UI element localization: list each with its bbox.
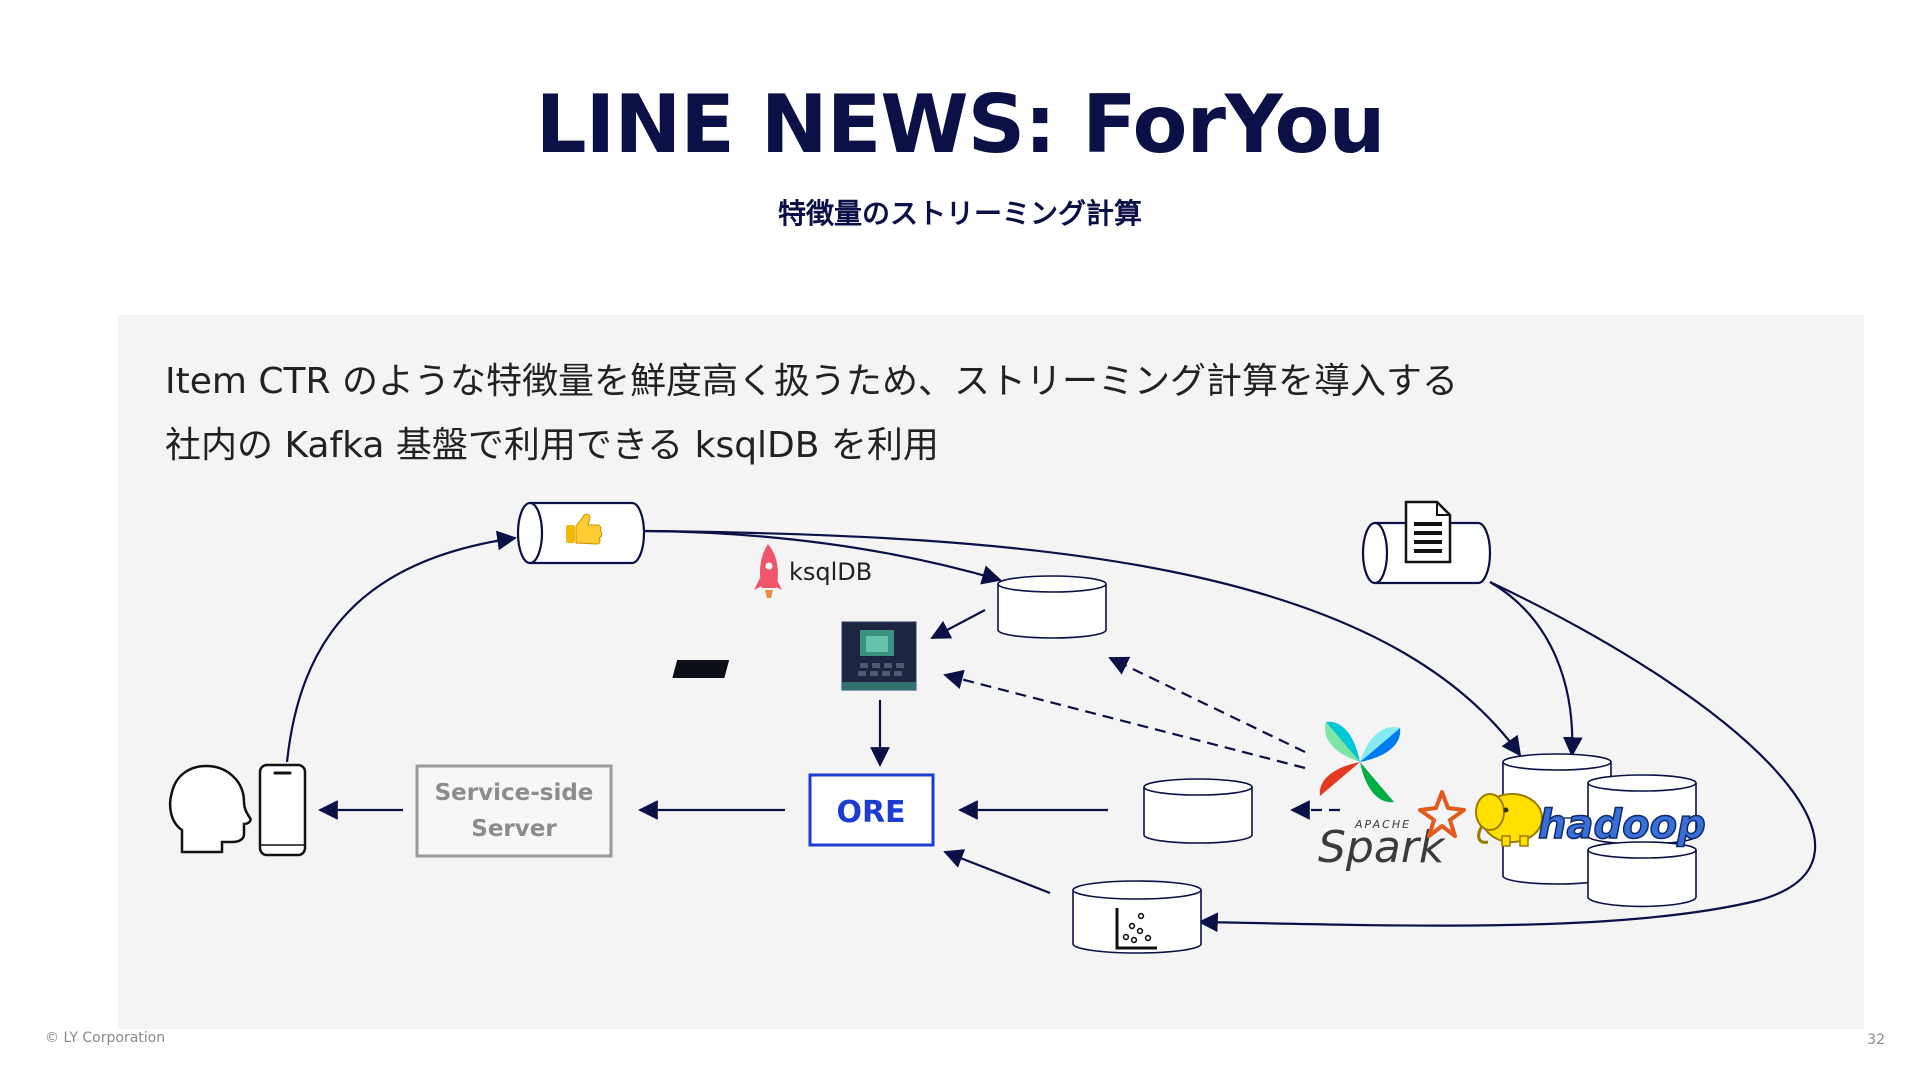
hadoop-cylinder-2	[1587, 774, 1697, 845]
user-head-icon	[168, 764, 252, 854]
content-panel	[118, 315, 1864, 1029]
document-icon	[1404, 500, 1452, 564]
gpu-chip-icon	[672, 621, 917, 691]
arrow-phone-to-topic	[285, 530, 517, 763]
arrow-topic-to-hadoop	[644, 529, 1522, 757]
hadoop-cylinder-3	[1587, 841, 1697, 908]
model-store-cylinder	[1072, 880, 1202, 954]
footer-page-number: 32	[1867, 1032, 1885, 1048]
bullet-text-2: 社内の Kafka 基盤で利用できる ksqlDB を利用	[165, 425, 939, 466]
dashed-arrow-airflow-to-gpu	[943, 669, 1306, 770]
kafka-topic-articles	[1361, 500, 1492, 585]
ksql-table-cylinder	[997, 575, 1107, 639]
spark-logo: APACHE Spark	[1318, 790, 1466, 873]
spark-star-icon	[1418, 790, 1466, 838]
hadoop-elephant-icon	[1475, 793, 1543, 847]
hadoop-cluster: hadoop	[1475, 753, 1706, 908]
feature-store-cylinder	[1143, 778, 1253, 844]
scatter-chart-icon	[1115, 908, 1157, 950]
hadoop-cylinder-1	[1502, 753, 1612, 885]
rocket-icon	[754, 544, 782, 598]
ore-label: ORE	[836, 795, 905, 830]
bullet-text-1: Item CTR のような特徴量を鮮度高く扱うため、ストリーミング計算を導入する	[165, 361, 1458, 402]
ksqldb-label: ksqlDB	[789, 558, 872, 586]
slide-subtitle: 特徴量のストリーミング計算	[777, 197, 1142, 230]
footer-copyright: © LY Corporation	[45, 1030, 166, 1046]
service-side-server-node: Service-side Server	[415, 764, 613, 858]
hadoop-label: hadoop	[1538, 802, 1706, 848]
dashed-arrow-airflow-to-ksql-table	[1108, 656, 1306, 753]
arrow-doc-topic-to-hadoop	[1489, 581, 1583, 757]
spark-label: Spark	[1318, 822, 1446, 873]
service-server-label-line1: Service-side	[435, 780, 594, 806]
service-server-label-line2: Server	[471, 816, 557, 842]
slide-title: LINE NEWS: ForYou	[535, 78, 1386, 171]
ore-node: ORE	[808, 773, 935, 847]
ksqldb-logo: ksqlDB	[754, 544, 872, 598]
arrow-doc-topic-to-scatter-db	[1198, 581, 1817, 933]
spark-apache-label: APACHE	[1354, 818, 1411, 831]
smartphone-icon	[258, 763, 307, 857]
pinwheel-icon	[1319, 721, 1401, 803]
connections	[285, 529, 1817, 933]
thumbs-up-icon	[566, 513, 603, 545]
arrow-ksql-table-to-gpu	[930, 609, 986, 639]
arrow-scatter-db-to-ore	[943, 849, 1051, 895]
kafka-topic-likes	[516, 501, 646, 565]
